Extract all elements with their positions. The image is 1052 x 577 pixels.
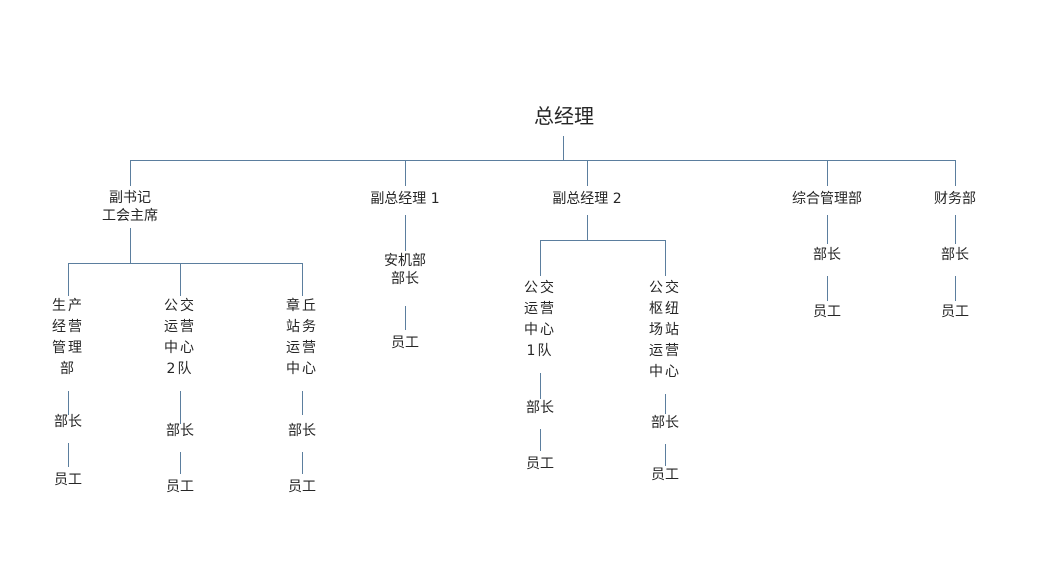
node-general-admin-dept[interactable]: 综合管理部 — [792, 191, 862, 207]
connector-level2-bus — [130, 160, 956, 161]
node-staff-general-admin[interactable]: 员工 — [813, 304, 841, 320]
connector-deputy-secretary-stem — [130, 228, 131, 263]
connector-drop-deputy-gm-1 — [405, 160, 406, 186]
connector-production-director-to-staff — [68, 443, 69, 467]
node-staff-bus-team2[interactable]: 员工 — [166, 479, 194, 495]
connector-deputy-gm-2-bus — [540, 240, 666, 241]
connector-drop-deputy-secretary — [130, 160, 131, 186]
node-staff-bus-hub[interactable]: 员工 — [651, 467, 679, 483]
connector-zhangqiu-to-director — [302, 391, 303, 415]
connector-drop-finance — [955, 160, 956, 186]
node-deputy-secretary[interactable]: 副书记 工会主席 — [102, 190, 158, 225]
node-bus-operation-center-team2[interactable]: 公交 运营 中心 2队 — [164, 298, 196, 377]
connector-bus-hub-director-to-staff — [665, 444, 666, 466]
node-director-bus-team1[interactable]: 部长 — [526, 400, 554, 416]
node-zhangqiu-station-operation-center[interactable]: 章丘 站务 运营 中心 — [286, 298, 318, 377]
node-bus-hub-station-operation-center[interactable]: 公交 枢纽 场站 运营 中心 — [649, 280, 681, 380]
connector-drop-bus-team2 — [180, 263, 181, 296]
node-general-manager[interactable]: 总经理 — [534, 104, 594, 128]
connector-general-admin-director-to-staff — [827, 276, 828, 301]
connector-drop-general-admin — [827, 160, 828, 186]
connector-finance-director-to-staff — [955, 276, 956, 301]
node-director-bus-hub[interactable]: 部长 — [651, 415, 679, 431]
node-staff-finance[interactable]: 员工 — [941, 304, 969, 320]
node-staff-safety-machinery[interactable]: 员工 — [391, 335, 419, 351]
connector-drop-bus-hub — [665, 240, 666, 276]
connector-deputy-secretary-bus — [68, 263, 302, 264]
node-staff-zhangqiu[interactable]: 员工 — [288, 479, 316, 495]
connector-safety-machinery-to-staff — [405, 306, 406, 330]
node-director-finance[interactable]: 部长 — [941, 247, 969, 263]
node-staff-production[interactable]: 员工 — [54, 472, 82, 488]
node-director-bus-team2[interactable]: 部长 — [166, 423, 194, 439]
node-safety-machinery-dept[interactable]: 安机部 部长 — [384, 253, 426, 288]
node-director-zhangqiu[interactable]: 部长 — [288, 423, 316, 439]
node-deputy-gm-2[interactable]: 副总经理 2 — [552, 191, 622, 207]
connector-general-admin-to-director — [827, 215, 828, 244]
node-finance-dept[interactable]: 财务部 — [934, 191, 976, 207]
node-production-operation-mgmt-dept[interactable]: 生产 经营 管理 部 — [52, 298, 84, 377]
connector-bus-hub-to-director — [665, 394, 666, 414]
connector-root-stem — [563, 136, 564, 160]
node-director-general-admin[interactable]: 部长 — [813, 247, 841, 263]
connector-deputy-gm-2-stem — [587, 215, 588, 240]
connector-deputy-gm-1-stem — [405, 215, 406, 251]
node-deputy-gm-1[interactable]: 副总经理 1 — [370, 191, 440, 207]
connector-finance-to-director — [955, 215, 956, 244]
connector-drop-zhangqiu — [302, 263, 303, 296]
connector-bus-team1-director-to-staff — [540, 429, 541, 451]
connector-bus-team2-director-to-staff — [180, 452, 181, 474]
node-director-production[interactable]: 部长 — [54, 414, 82, 430]
node-bus-operation-center-team1[interactable]: 公交 运营 中心 1队 — [524, 280, 556, 359]
connector-drop-bus-team1 — [540, 240, 541, 276]
connector-bus-team2-to-director — [180, 391, 181, 424]
connector-drop-deputy-gm-2 — [587, 160, 588, 186]
node-staff-bus-team1[interactable]: 员工 — [526, 456, 554, 472]
connector-bus-team1-to-director — [540, 373, 541, 399]
connector-zhangqiu-director-to-staff — [302, 452, 303, 474]
connector-production-to-director — [68, 391, 69, 415]
connector-drop-production-dept — [68, 263, 69, 296]
